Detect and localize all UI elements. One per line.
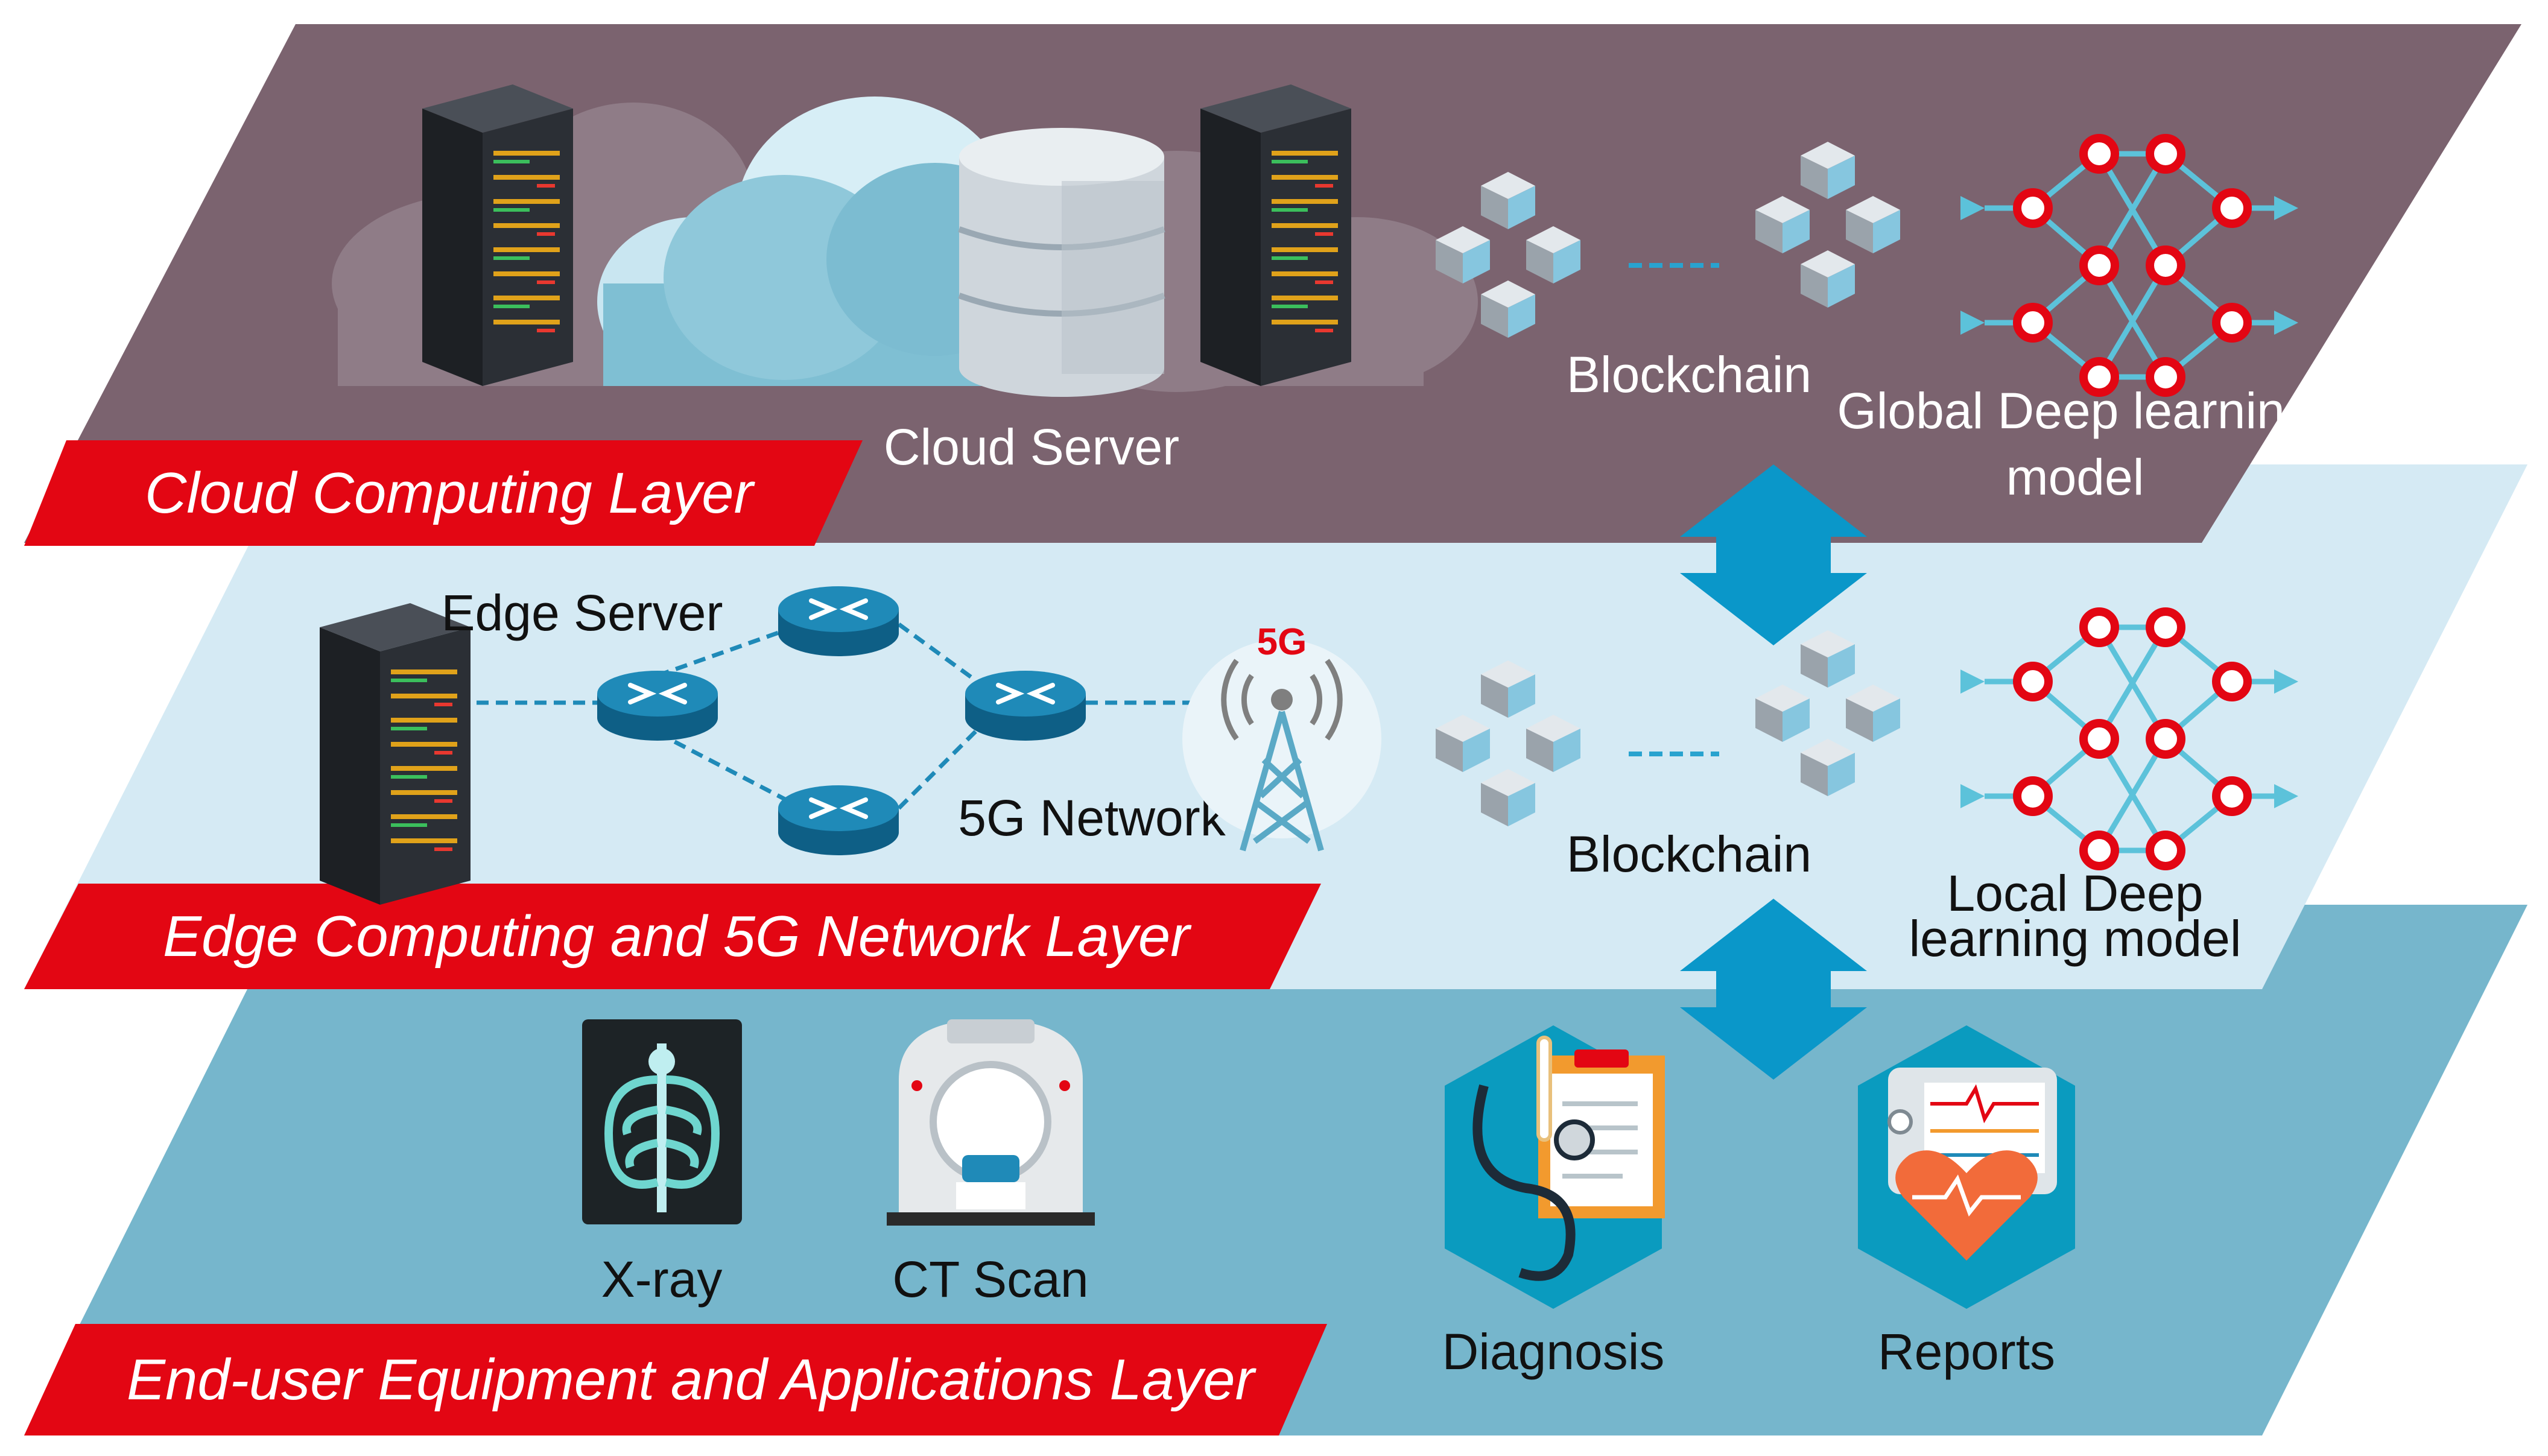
- edge-layer-banner: [24, 884, 1321, 989]
- cell-tower-icon: [1182, 639, 1381, 852]
- reports-label: Reports: [1878, 1323, 2055, 1380]
- edge-layer-title: Edge Computing and 5G Network Layer: [163, 904, 1192, 969]
- cloud-server-label: Cloud Server: [884, 419, 1179, 475]
- cloud-blockchain-label: Blockchain: [1567, 346, 1811, 403]
- heart-monitor-icon: [1858, 1025, 2075, 1309]
- server-rack-icon: [320, 603, 471, 905]
- xray-label: X-ray: [601, 1251, 723, 1308]
- 5g-badge: 5G: [1257, 621, 1307, 663]
- edge-blockchain-label: Blockchain: [1567, 826, 1811, 882]
- cloud-layer-title: Cloud Computing Layer: [145, 461, 756, 525]
- router-icon: [778, 785, 899, 855]
- local-model-label-line1: Local Deep: [1947, 865, 2204, 922]
- ct-scanner-icon: [887, 1019, 1095, 1226]
- enduser-layer-banner: [24, 1324, 1327, 1435]
- stethoscope-clipboard-icon: [1445, 1025, 1665, 1309]
- router-icon: [597, 671, 718, 741]
- edge-server-label: Edge Server: [442, 584, 723, 641]
- router-icon: [965, 671, 1086, 741]
- ct-scan-label: CT Scan: [892, 1251, 1088, 1308]
- xray-icon: [582, 1019, 742, 1224]
- local-model-label-line2: learning model: [1909, 910, 2241, 967]
- server-rack-icon: [422, 84, 573, 386]
- cloud-layer-banner: [24, 440, 863, 546]
- router-icon: [778, 586, 899, 656]
- network-links: [477, 622, 1219, 811]
- enduser-layer-title: End-user Equipment and Applications Laye…: [127, 1347, 1257, 1412]
- diagnosis-label: Diagnosis: [1442, 1323, 1665, 1380]
- global-model-label-line1: Global Deep learning: [1837, 382, 2313, 439]
- global-model-label-line2: model: [2006, 449, 2144, 505]
- database-icon: [958, 128, 1165, 397]
- cloud-icon: [597, 97, 1044, 386]
- server-rack-icon: [1200, 84, 1351, 386]
- 5g-network-label: 5G Network: [958, 790, 1226, 846]
